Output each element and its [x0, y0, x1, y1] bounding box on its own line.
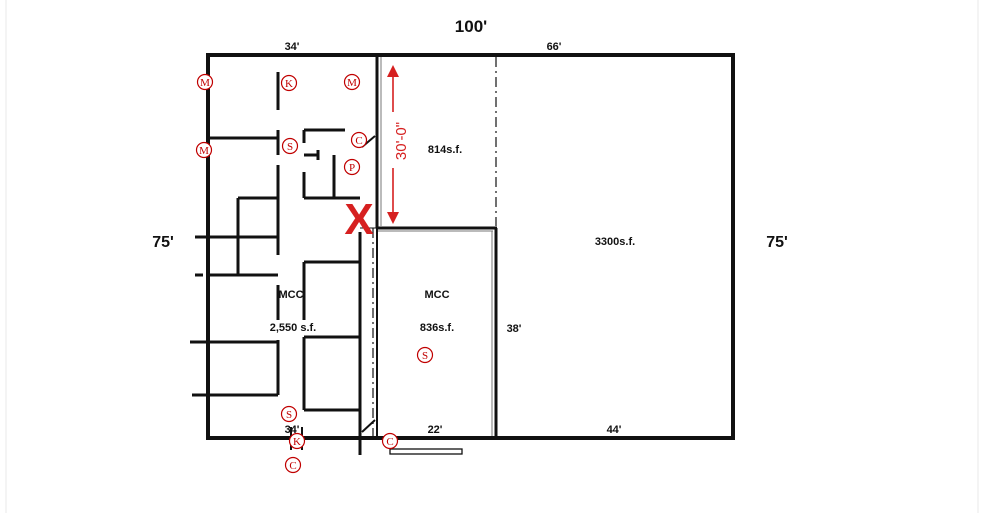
symbol-m-1-letter: M	[200, 77, 210, 89]
door-threshold	[389, 448, 463, 455]
mcc-depth-label: 38'	[507, 323, 522, 335]
bottom-mid-width-label: 22'	[428, 424, 443, 436]
symbol-k-1: K	[280, 74, 298, 92]
symbol-s-1-letter: S	[287, 141, 293, 153]
left-height-label: 75'	[152, 234, 174, 251]
symbol-s-3: S	[280, 405, 298, 423]
symbol-k-2: K	[288, 432, 306, 450]
symbol-m-3: M	[343, 73, 361, 91]
symbol-s-2: S	[416, 346, 434, 364]
symbol-m-2: M	[195, 141, 213, 159]
bottom-right-width-label: 44'	[607, 424, 622, 436]
symbol-c-1-letter: C	[355, 135, 362, 147]
right-height-label: 75'	[766, 234, 788, 251]
overall-width-label: 100'	[455, 17, 487, 36]
red-arrow-top	[387, 65, 399, 77]
left-office-area: 2,550 s.f.	[270, 322, 316, 334]
symbol-c-1: C	[350, 131, 368, 149]
symbol-p-1-letter: P	[349, 162, 355, 174]
red-dim-label-bg	[388, 112, 402, 168]
red-x-marker: X	[344, 195, 373, 244]
door-swing-2	[361, 419, 376, 433]
symbol-c-2: C	[381, 432, 399, 450]
symbol-s-1: S	[281, 137, 299, 155]
symbol-k-2-letter: K	[293, 436, 301, 448]
symbol-p-1: P	[343, 158, 361, 176]
red-arrow-bottom	[387, 212, 399, 224]
red-dimension-label: 30'-0"	[393, 122, 410, 160]
left-office-name: MCC	[278, 289, 303, 301]
symbol-m-3-letter: M	[347, 77, 357, 89]
right-bay-area: 3300s.f.	[595, 236, 635, 248]
symbol-k-1-letter: K	[285, 78, 293, 90]
symbol-s-2-letter: S	[422, 350, 428, 362]
mcc-room-name: MCC	[424, 289, 449, 301]
upper-middle-area: 814s.f.	[428, 144, 462, 156]
top-right-width-label: 66'	[547, 41, 562, 53]
symbol-c-2-letter: C	[386, 436, 393, 448]
top-left-width-label: 34'	[285, 41, 300, 53]
building-outline	[206, 53, 735, 440]
symbol-s-3-letter: S	[286, 409, 292, 421]
mcc-room-area: 836s.f.	[420, 322, 454, 334]
symbol-m-1: M	[196, 73, 214, 91]
symbol-c-3: C	[284, 456, 302, 474]
symbol-m-2-letter: M	[199, 145, 209, 157]
symbol-c-3-letter: C	[289, 460, 296, 472]
